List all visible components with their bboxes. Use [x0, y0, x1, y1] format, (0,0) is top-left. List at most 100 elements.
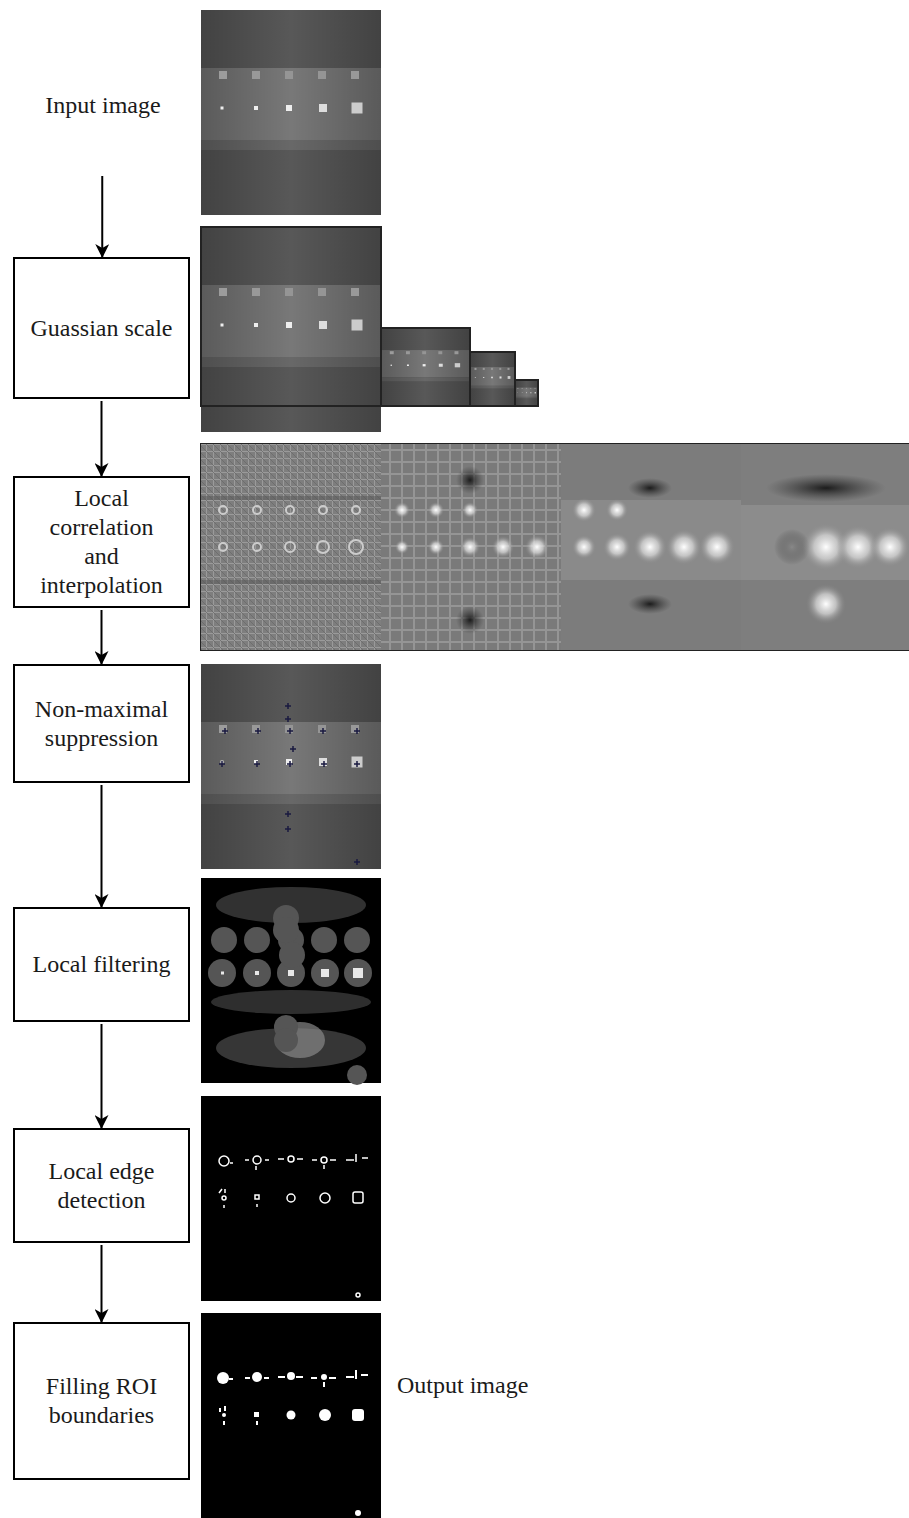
stage-label: Input image — [10, 82, 196, 128]
illustration-part — [470, 352, 515, 406]
illustration-part — [353, 968, 363, 978]
illustration-part — [288, 970, 294, 976]
illustration-part — [349, 540, 363, 554]
flow-arrow — [101, 401, 103, 476]
illustration-part — [230, 1162, 233, 1164]
illustration-part — [252, 1372, 262, 1382]
illustration-part — [320, 728, 326, 734]
illustration-part — [201, 496, 381, 500]
illustration-part — [766, 474, 909, 624]
illustration-part — [470, 352, 515, 405]
illustration-part — [208, 905, 372, 1085]
illustration-part — [603, 533, 631, 561]
illustration-part — [287, 728, 293, 734]
illustration-part — [288, 1156, 294, 1162]
illustration-part — [319, 506, 327, 514]
illustration-part — [628, 594, 672, 614]
illustration-part — [255, 971, 259, 975]
illustration-part — [321, 969, 329, 977]
stage-name: Local filtering — [33, 950, 171, 979]
illustration-part — [221, 972, 224, 975]
illustration-part — [311, 1377, 317, 1379]
illustration-part — [216, 1028, 366, 1068]
illustration-part — [319, 1409, 331, 1421]
illustration-part — [253, 1156, 261, 1164]
stage-name: Non-maximal suppression — [31, 695, 173, 753]
illustration-part — [515, 380, 538, 407]
illustration-part — [628, 478, 672, 498]
process-box: Local correlation and interpolation — [13, 476, 190, 608]
illustration-part — [460, 537, 480, 557]
illustration-part — [741, 444, 909, 650]
illustration-part — [320, 1193, 330, 1203]
illustration-part — [572, 535, 596, 559]
process-box: Filling ROI boundaries — [13, 1322, 190, 1480]
illustration-part — [561, 444, 741, 650]
illustration-part — [352, 506, 360, 514]
illustration-part — [254, 1412, 259, 1417]
illustration-part — [515, 380, 538, 407]
illustration-part — [394, 466, 549, 634]
illustration-part — [222, 1196, 226, 1200]
illustration-part — [201, 227, 381, 406]
illustration-part — [201, 878, 381, 1083]
illustration-part — [321, 1374, 327, 1380]
illustration-part — [219, 1154, 368, 1297]
illustration-part — [525, 535, 549, 559]
illustration-part — [346, 1376, 354, 1378]
illustration-part — [255, 728, 261, 734]
illustration-part — [353, 1192, 363, 1203]
flow-arrow — [101, 610, 103, 664]
process-box: Local edge detection — [13, 1128, 190, 1243]
illustration-part — [243, 959, 271, 987]
illustration-part — [321, 761, 327, 767]
image-label: Output image — [397, 1371, 528, 1400]
illustration-part — [870, 527, 909, 567]
stage-name: Filling ROI boundaries — [31, 1372, 173, 1430]
illustration-part — [287, 1411, 296, 1420]
illustration-part — [515, 380, 538, 406]
illustration-part — [274, 1028, 298, 1052]
illustration-part — [572, 478, 735, 614]
illustration-part — [222, 728, 228, 734]
illustration-part — [456, 466, 484, 494]
illustration-part — [287, 761, 293, 767]
illustration-part — [278, 1376, 285, 1378]
illustration-part — [356, 1293, 360, 1297]
illustration-part — [766, 474, 886, 502]
illustration-part — [456, 606, 484, 634]
illustration-part — [741, 505, 909, 580]
illustration-part — [806, 584, 846, 624]
illustration-part — [355, 1510, 361, 1516]
illustration-part — [201, 664, 381, 869]
illustration-part — [296, 1376, 303, 1378]
illustration-part — [285, 703, 291, 709]
illustration-part — [699, 529, 735, 565]
illustration-part — [321, 1157, 327, 1163]
illustration-part — [229, 1378, 233, 1380]
process-box: Guassian scale — [13, 257, 190, 399]
illustration-part — [329, 1377, 336, 1379]
illustration-part — [254, 761, 260, 767]
illustration-part — [287, 1194, 295, 1202]
illustration-part — [224, 1406, 226, 1411]
illustration-part — [381, 328, 470, 406]
illustration-part — [285, 826, 291, 832]
illustration-part — [264, 1377, 269, 1379]
illustration-part — [201, 1096, 381, 1301]
illustration-part — [361, 1374, 368, 1376]
flow-arrow — [101, 1024, 103, 1128]
illustration-part — [217, 1370, 368, 1516]
stage-name: Input image — [45, 91, 160, 120]
illustration-part — [219, 506, 227, 514]
stage-name: Local edge detection — [31, 1157, 173, 1215]
illustration-part — [492, 536, 514, 558]
illustration-part — [354, 728, 360, 734]
illustration-part — [278, 1158, 303, 1160]
illustration-part — [256, 1421, 258, 1425]
flow-arrow — [101, 176, 103, 257]
illustration-part — [208, 959, 236, 987]
illustration-part — [219, 543, 227, 551]
illustration-part — [201, 580, 381, 584]
